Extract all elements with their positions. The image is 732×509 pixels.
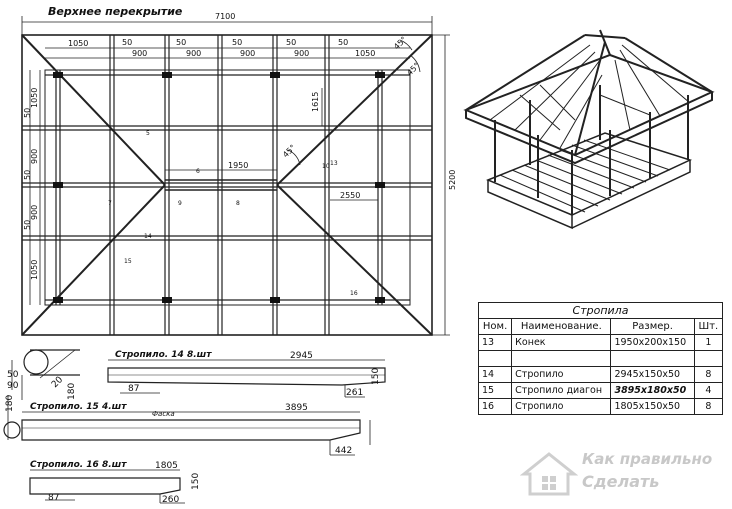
table-row: 13 Конек 1950х200х150 1 [477, 334, 724, 351]
angle-3: 45° [281, 143, 297, 159]
mark-10: 10 [322, 163, 330, 170]
top-dim-8: 900 [294, 49, 309, 58]
roof-plan [21, 16, 450, 336]
diag-dim: 2550 [340, 191, 360, 200]
watermark: Как правильно Сделать [520, 448, 725, 498]
table-row: 15 Стропило диагон 3895х180х50 4 [477, 382, 724, 399]
mark-16: 16 [350, 290, 358, 297]
rafter-details [3, 349, 386, 504]
left-dim-6: 1050 [30, 260, 39, 280]
mark-6: 6 [196, 168, 200, 175]
rafter-16-length: 1805 [155, 461, 178, 471]
table-caption: Стропила [478, 302, 723, 319]
table-row: 14 Стропило 2945х150х50 8 [477, 366, 724, 383]
rafter-16-cut-right: 260 [162, 495, 179, 505]
left-dim-5: 50 [23, 220, 32, 230]
top-dim-3: 50 [176, 38, 186, 47]
total-height: 5200 [448, 170, 457, 190]
rafter-14-cut-left: 87 [128, 384, 139, 394]
mark-13: 13 [330, 160, 338, 167]
header-size: Размер. [610, 318, 695, 335]
table-row-empty [477, 350, 724, 367]
gazebo-isometric [463, 29, 715, 230]
top-dim-6: 900 [240, 49, 255, 58]
dim-20: 20 [50, 375, 65, 390]
dim-150a: 150 [371, 368, 381, 385]
angle-1: 45° [392, 35, 408, 51]
cell-num: 15 [477, 382, 513, 399]
header-num: Ном. [477, 318, 513, 335]
cell-qty: 8 [693, 366, 724, 383]
cell-num: 16 [477, 398, 513, 415]
plan-title: Верхнее перекрытие [48, 5, 183, 18]
cell-name: Стропило [511, 398, 612, 415]
plan-texts: Верхнее перекрытие 7100 5200 1050 50 900… [23, 5, 457, 297]
mark-9: 9 [178, 200, 182, 207]
rafter-15-cut-right: 442 [335, 446, 352, 456]
cell-num: 13 [477, 334, 513, 351]
header-qty: Шт. [693, 318, 724, 335]
mark-5: 5 [146, 130, 150, 137]
left-dim-0: 1050 [30, 88, 39, 108]
dim-50: 50 [7, 370, 19, 380]
rafter-16-label: Стропило. 16 8.шт [30, 460, 127, 470]
top-dim-7: 50 [286, 38, 296, 47]
cell-size: 3895х180х50 [610, 382, 695, 399]
top-dim-9: 50 [338, 38, 348, 47]
mark-15: 15 [124, 258, 132, 265]
cell-size: 2945х150х50 [610, 366, 695, 383]
rafter-15-label: Стропило. 15 4.шт [30, 402, 127, 412]
center-dim: 1950 [228, 161, 248, 170]
left-dim-4: 900 [30, 205, 39, 220]
table-row: 16 Стропило 1805х150х50 8 [477, 398, 724, 415]
rafters-table: Стропила Ном. Наименование. Размер. Шт. … [477, 302, 724, 415]
top-dim-0: 1050 [68, 39, 88, 48]
cell-size: 1950х200х150 [610, 334, 695, 351]
cell-name: Стропило диагон [511, 382, 612, 399]
header-name: Наименование. [511, 318, 612, 335]
top-dim-2: 900 [132, 49, 147, 58]
cell-qty: 1 [693, 334, 724, 351]
mark-14: 14 [144, 233, 152, 240]
dim-90: 90 [7, 381, 19, 391]
house-logo-icon [520, 452, 578, 496]
watermark-line1: Как правильно [582, 450, 713, 468]
dim-180b: 180 [67, 383, 77, 400]
rafter-14-label: Стропило. 14 8.шт [115, 350, 212, 360]
rafter-15-note: Фаска [152, 410, 175, 418]
cell-qty: 8 [693, 398, 724, 415]
dim-180a: 180 [5, 395, 15, 412]
top-dim-10: 1050 [355, 49, 375, 58]
total-width: 7100 [215, 12, 235, 21]
left-dim-2: 900 [30, 149, 39, 164]
vert-dim: 1615 [311, 92, 320, 112]
rafter-texts: Стропило. 14 8.шт 2945 87 261 Стропило. … [5, 350, 381, 505]
rafter-14-length: 2945 [290, 351, 313, 361]
left-dim-3: 50 [23, 170, 32, 180]
cell-qty: 4 [693, 382, 724, 399]
left-dim-1: 50 [23, 108, 32, 118]
dim-150b: 150 [191, 473, 201, 490]
rafter-16-cut-left: 87 [48, 493, 59, 503]
cell-name: Стропило [511, 366, 612, 383]
cell-num: 14 [477, 366, 513, 383]
rafter-14-cut-right: 261 [346, 388, 363, 398]
top-dim-5: 50 [232, 38, 242, 47]
cell-size: 1805х150х50 [610, 398, 695, 415]
rafter-15-length: 3895 [285, 403, 308, 413]
top-dim-1: 50 [122, 38, 132, 47]
mark-7: 7 [108, 200, 112, 207]
cell-name: Конек [511, 334, 612, 351]
mark-8: 8 [236, 200, 240, 207]
top-dim-4: 900 [186, 49, 201, 58]
watermark-line2: Сделать [582, 472, 660, 491]
